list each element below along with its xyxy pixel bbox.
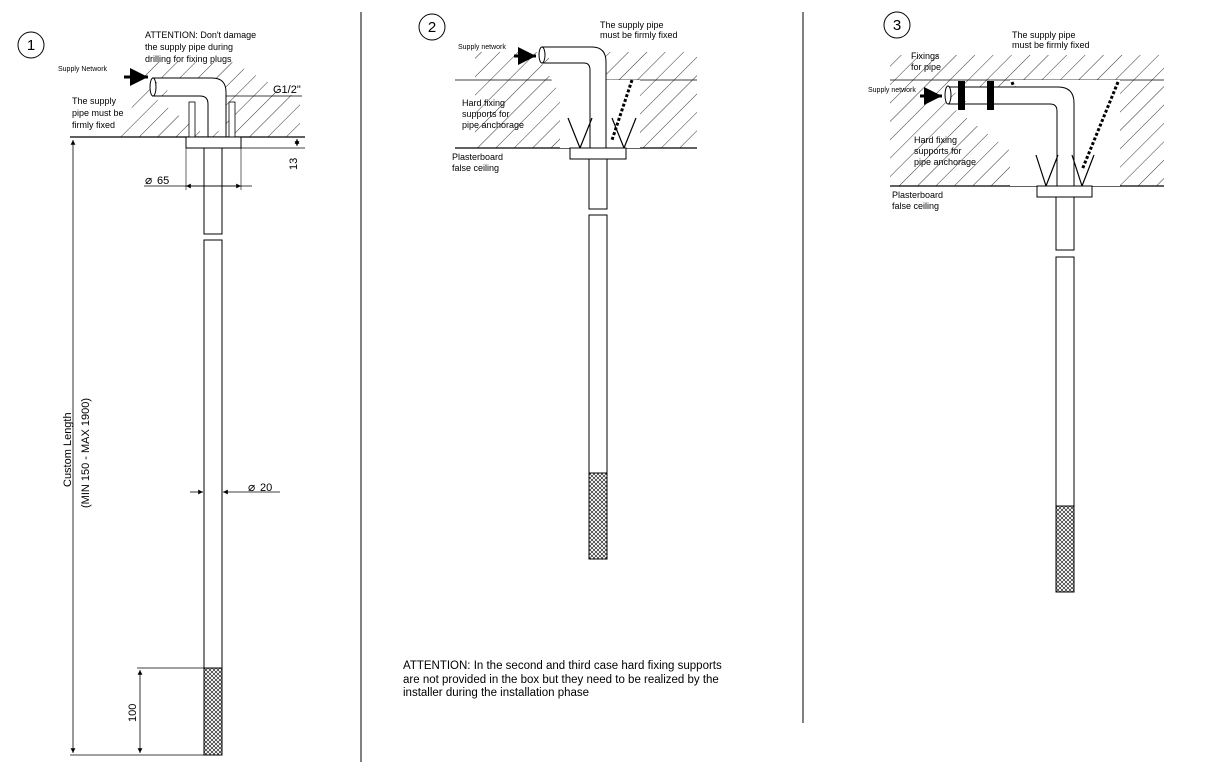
custom-length-range: (MIN 150 - MAX 1900) [80,398,92,508]
knurled-nozzle [203,667,223,756]
dimension-13: 13 [288,158,300,170]
supply-pipe [948,86,1075,186]
tube-lower [203,239,223,669]
note-line: are not provided in the box but they nee… [403,673,719,686]
knurled-nozzle [588,472,608,560]
step-number: 2 [428,19,436,36]
flange [185,136,242,149]
dimension-65: 65 [157,175,169,187]
step-number-circle [418,13,446,41]
tube-lower [1055,256,1075,507]
diameter-symbol: ⌀ [145,173,152,187]
supply-network-label: Supply network [458,44,506,51]
knurled-nozzle [1055,505,1075,593]
pipe-end [149,77,157,97]
pipe-end [538,46,546,64]
pipe-end [944,85,952,105]
anchor-bracket [567,117,637,149]
flange [569,147,627,160]
diameter-symbol: ⌀ [248,480,255,494]
tube-upper [203,147,223,235]
pipe-fixing-clamp [987,81,994,110]
step-number: 3 [893,17,901,34]
pipe-fixing-clamp [958,81,965,110]
step-number-circle [883,11,911,39]
note-line: ATTENTION: In the second and third case … [403,660,722,672]
step-number: 1 [27,37,35,54]
tube-upper [588,158,608,210]
step-number-circle [17,31,45,59]
tube-upper [1055,196,1075,251]
fixing-plug [228,101,236,138]
flange [1036,185,1093,198]
footer-attention-note: ATTENTION: In the second and third case … [403,660,763,701]
tube-lower [588,214,608,474]
anchor-bracket [1035,154,1095,187]
dimension-100: 100 [127,704,139,722]
supply-network-label: Supply network [868,87,916,94]
fixing-plug [188,101,196,138]
note-line: installer during the installation phase [403,687,590,699]
supply-network-label: Supply Network [58,66,108,73]
custom-length-label: Custom Length [62,412,74,487]
thread-label: G1/2" [273,84,301,96]
dimension-20: 20 [260,482,272,494]
